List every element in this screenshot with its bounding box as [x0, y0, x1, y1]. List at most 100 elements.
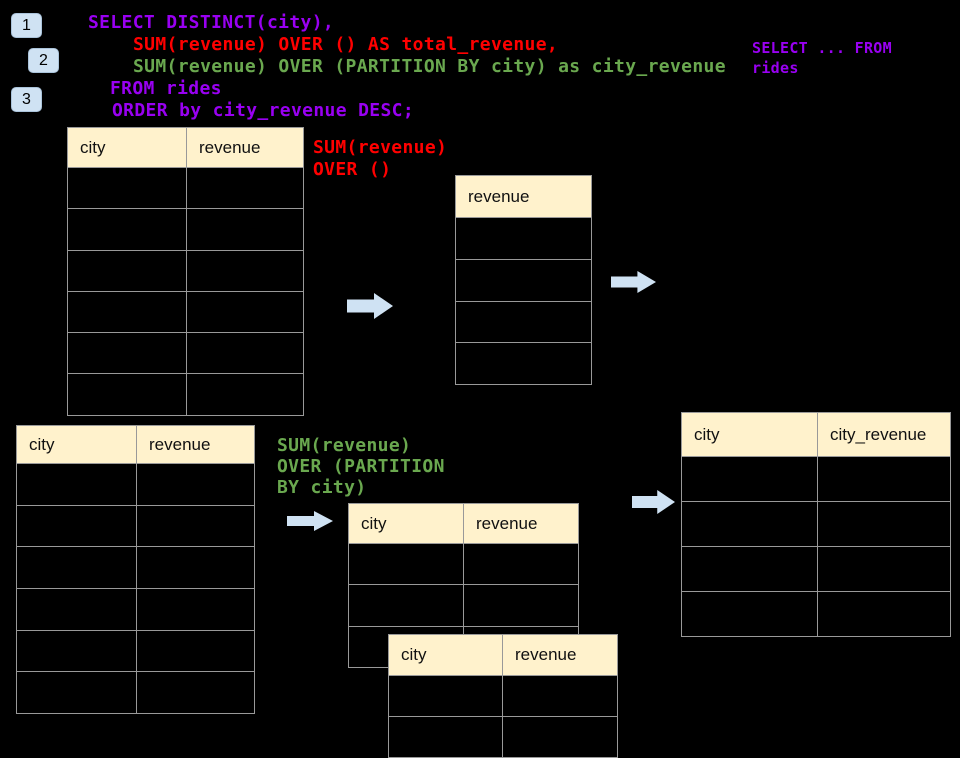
table-row: [681, 456, 951, 502]
table-cell: [817, 456, 951, 502]
column-header: city: [681, 412, 818, 457]
table-header-row: revenue: [455, 175, 592, 218]
table-row: [681, 501, 951, 547]
table-row: [16, 588, 255, 631]
table-cell: [455, 342, 592, 385]
label-sum-over-partition: SUM(revenue) OVER (PARTITION BY city): [277, 435, 445, 498]
column-header: revenue: [136, 425, 255, 464]
table-cell: [186, 290, 304, 334]
table-row: [67, 373, 304, 416]
column-header: city_revenue: [817, 412, 951, 457]
table-row: [67, 332, 304, 375]
table-row: [16, 629, 255, 673]
table-cell: [817, 546, 951, 592]
column-header: city: [388, 634, 503, 676]
table-cell: [186, 373, 304, 416]
table-cell: [16, 588, 137, 631]
table-cell: [136, 504, 255, 548]
table-cell: [388, 675, 503, 717]
table-cell: [186, 166, 304, 210]
table-cell: [681, 591, 818, 637]
column-header: city: [348, 503, 464, 544]
column-header: revenue: [455, 175, 592, 218]
table-cell: [681, 456, 818, 502]
sql-line-select: SELECT DISTINCT(city),: [88, 12, 335, 33]
table-cell: [502, 675, 618, 717]
sql-line-sum-over-total: SUM(revenue) OVER () AS total_revenue,: [133, 34, 559, 55]
table-cell: [136, 671, 255, 715]
table-cell: [136, 546, 255, 590]
table-cell: [348, 584, 464, 627]
table-row: [16, 671, 255, 715]
table-cell: [16, 463, 137, 506]
table-cell: [186, 249, 304, 292]
table-cell: [455, 300, 592, 344]
flow-arrow-icon: [287, 511, 333, 531]
column-header: city: [16, 425, 137, 464]
table-cell: [348, 542, 464, 586]
flow-arrow-icon: [611, 271, 656, 293]
table-row: [681, 591, 951, 637]
table-cell: [67, 208, 187, 251]
table-cell: [136, 588, 255, 631]
table-cell: [186, 332, 304, 375]
table-row: [348, 542, 579, 586]
table-row: [16, 504, 255, 548]
table-cell: [136, 629, 255, 673]
table-cell: [455, 217, 592, 260]
table-cell: [388, 716, 503, 758]
table-row: [67, 249, 304, 292]
table-cell: [16, 629, 137, 673]
table-cell: [67, 373, 187, 416]
table-row: [67, 290, 304, 334]
table-row: [681, 546, 951, 592]
column-header: revenue: [186, 127, 304, 168]
table-cell: [463, 542, 579, 586]
table-cell: [817, 501, 951, 547]
sql-line-from: FROM rides: [110, 78, 222, 99]
column-header: revenue: [502, 634, 618, 676]
table-cell: [16, 546, 137, 590]
column-header: city: [67, 127, 187, 168]
label-sum-over-total: SUM(revenue) OVER (): [313, 137, 448, 180]
table-row: [388, 675, 618, 717]
table-row: [67, 208, 304, 251]
table-row: [455, 217, 592, 260]
table-cell: [136, 463, 255, 506]
step-badge-3: 3: [11, 87, 42, 112]
table-row: [455, 300, 592, 344]
table-cell: [681, 501, 818, 547]
flow-arrow-icon: [632, 490, 675, 514]
table-cell: [67, 166, 187, 210]
table-row: [348, 584, 579, 627]
table-row: [16, 546, 255, 590]
side-note-select-from-rides: SELECT ... FROM rides: [752, 39, 892, 77]
table-cell: [186, 208, 304, 251]
table-cell: [16, 504, 137, 548]
table-row: [455, 258, 592, 302]
step-badge-1: 1: [11, 13, 42, 38]
sql-line-sum-over-partition: SUM(revenue) OVER (PARTITION BY city) as…: [133, 56, 726, 77]
table-row: [388, 716, 618, 758]
table-cell: [67, 332, 187, 375]
table-row: [67, 166, 304, 210]
table-cell: [502, 716, 618, 758]
table-row: [455, 342, 592, 385]
step-badge-2: 2: [28, 48, 59, 73]
table-cell: [67, 249, 187, 292]
table-cell: [463, 584, 579, 627]
sql-line-order-by: ORDER by city_revenue DESC;: [112, 100, 415, 121]
table-row: [16, 463, 255, 506]
column-header: revenue: [463, 503, 579, 544]
table-cell: [455, 258, 592, 302]
sql-window-function-diagram: 1 2 3 SELECT DISTINCT(city), SUM(revenue…: [11, 12, 951, 758]
table-cell: [817, 591, 951, 637]
